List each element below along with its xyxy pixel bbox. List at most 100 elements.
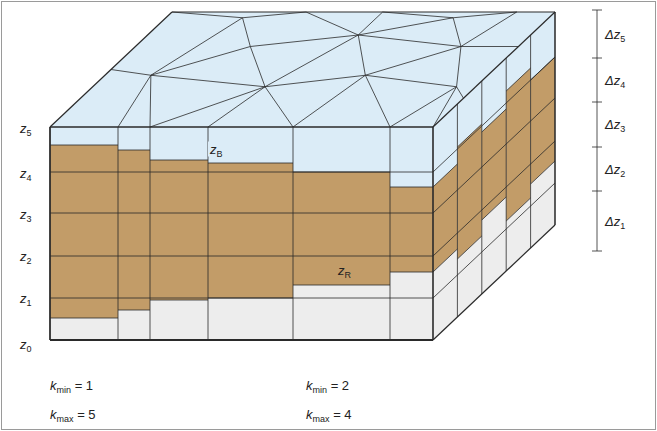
water-layer [293, 127, 390, 172]
mesh-edge [265, 87, 293, 127]
boundary-line [118, 150, 150, 151]
level-label: z1 [20, 292, 32, 305]
bedrock-layer [118, 310, 150, 340]
bedrock-layer [293, 285, 390, 340]
boundary-line [293, 285, 390, 286]
column-line [457, 104, 458, 317]
block-outline [432, 127, 434, 340]
level-line [50, 172, 433, 173]
boundary-line [482, 109, 506, 132]
mesh-edge [457, 87, 464, 99]
water-surface [50, 12, 555, 127]
boundary-line [531, 57, 555, 80]
mesh-edge [118, 75, 151, 127]
level-line [433, 183, 555, 298]
index-label: kmax = 5 [50, 408, 96, 421]
water-layer [118, 127, 150, 150]
level-line [433, 98, 555, 213]
level-line [433, 57, 555, 172]
mesh-edge [111, 70, 151, 76]
boundary-line [506, 68, 530, 91]
water-layer [390, 127, 433, 187]
bedrock-layer [50, 318, 118, 340]
mesh-edge [365, 75, 456, 87]
boundary-line [482, 197, 506, 220]
column-line [118, 127, 119, 340]
sediment-layer [118, 150, 150, 310]
mesh-edge [243, 12, 307, 18]
boundary-line [208, 298, 293, 299]
level-line [50, 298, 433, 299]
block-outline [50, 339, 433, 341]
block-outline [49, 127, 51, 340]
water-layer [50, 127, 118, 145]
water-layer [150, 127, 208, 160]
boundary-line [457, 124, 481, 147]
block-outline [50, 126, 433, 128]
mesh-edge [461, 12, 517, 47]
boundary-line [433, 249, 457, 272]
mesh-edge [383, 12, 454, 18]
mesh-edge [150, 87, 265, 127]
mesh-edge [243, 18, 251, 47]
index-label: kmax = 4 [306, 408, 352, 421]
boundary-line [118, 310, 150, 311]
mesh-edge [250, 35, 358, 47]
boundary-line [150, 300, 208, 301]
dimension-tick [592, 251, 602, 252]
bedrock-layer [531, 161, 555, 248]
bedrock-layer [390, 272, 433, 340]
dimension-line [597, 10, 598, 251]
mesh-edge [358, 35, 461, 47]
mesh-edge [306, 12, 358, 35]
mesh-edge [250, 47, 265, 87]
mesh-edge [358, 18, 453, 35]
thickness-label: Δz1 [605, 215, 625, 228]
column-line [390, 127, 391, 340]
boundary-line [50, 145, 118, 146]
mesh-edge [453, 12, 517, 18]
height-label: zB [210, 143, 223, 156]
mesh-edge [208, 87, 265, 127]
mesh-edge [453, 18, 461, 47]
level-label: z3 [20, 208, 32, 221]
mesh-edge [172, 12, 243, 18]
boundary-line [506, 198, 530, 221]
block-outline [554, 12, 555, 225]
block-outline [172, 11, 555, 12]
sediment-layer [150, 160, 208, 300]
mesh-edge [265, 75, 365, 87]
dimension-tick [592, 147, 602, 148]
height-label: zR [338, 264, 351, 277]
sediment-layer [531, 57, 555, 184]
mesh-edge [151, 75, 265, 87]
level-label: z2 [20, 250, 32, 263]
column-line [293, 127, 294, 340]
column-line [481, 81, 482, 294]
column-line [506, 58, 507, 271]
water-layer [208, 127, 293, 163]
dimension-tick [592, 10, 602, 11]
sediment-layer [293, 172, 390, 285]
bedrock-layer [150, 300, 208, 340]
column-line [208, 127, 209, 340]
sediment-layer [50, 145, 118, 318]
boundary-line [390, 272, 433, 273]
mesh-edge [358, 35, 365, 75]
mesh-edge [433, 87, 457, 127]
thickness-label: Δz2 [605, 163, 625, 176]
boundary-line [531, 161, 555, 184]
thickness-label: Δz3 [605, 118, 625, 131]
mesh-edge [390, 87, 457, 127]
block-outline [50, 12, 172, 127]
sediment-layer [208, 163, 293, 298]
column-line [50, 127, 51, 340]
index-label: kmin = 1 [50, 379, 93, 392]
boundary-line [208, 163, 293, 164]
dimension-tick [592, 58, 602, 59]
mesh-edge [365, 75, 390, 127]
level-line [50, 213, 433, 214]
bedrock-layer [208, 298, 293, 340]
